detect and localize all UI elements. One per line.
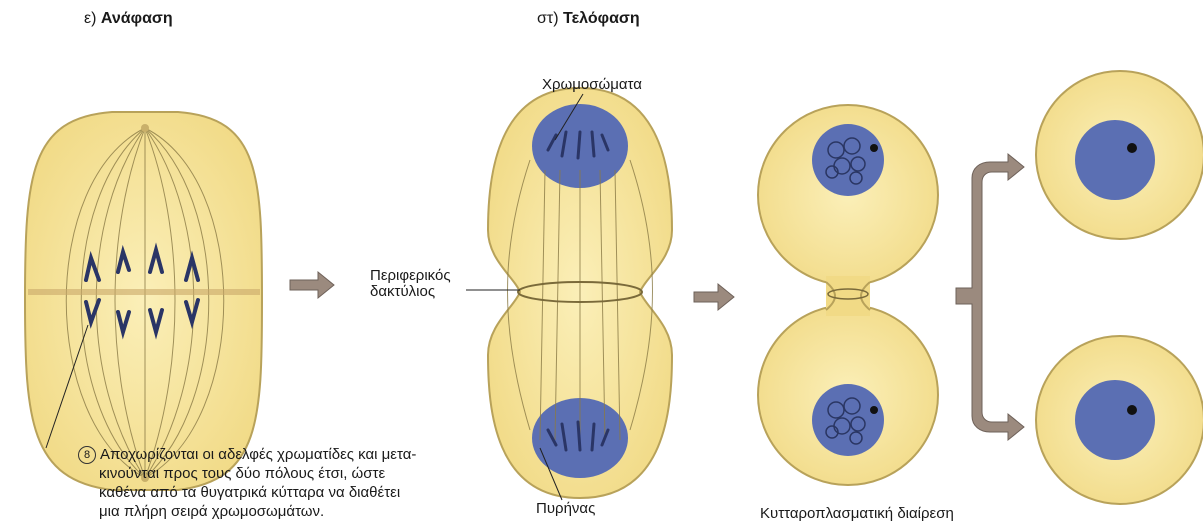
- anaphase-cell: [25, 112, 262, 490]
- nucleus-label: Πυρήνας: [536, 500, 595, 517]
- arrow-icon: [290, 272, 334, 298]
- nucleus-top: [1075, 120, 1155, 200]
- nucleus-bottom: [1075, 380, 1155, 460]
- telophase-prefix: στ): [537, 10, 559, 27]
- peripheral-ring-label: Περιφερικός δακτύλιος: [370, 268, 451, 300]
- telophase-title: Τελόφαση: [563, 10, 640, 27]
- final-cells: [1036, 71, 1203, 504]
- caption-line-1: Αποχωρίζονται οι αδελφές χρωματίδες και …: [100, 446, 416, 463]
- spindle-pole-top: [141, 124, 149, 132]
- caption-line-4: μια πλήρη σειρά χρωμοσωμάτων.: [78, 502, 478, 521]
- anaphase-heading: ε) Ανάφαση: [84, 10, 173, 28]
- arrow-icon: [694, 284, 734, 310]
- caption-line-2: κινούνται προς τους δύο πόλους έτσι, ώστ…: [78, 464, 478, 483]
- cytokinesis-cells: [758, 105, 938, 485]
- cytokinesis-label: Κυτταροπλασματική διαίρεση: [760, 505, 954, 522]
- telophase-cell: [466, 88, 672, 500]
- telophase-heading: στ) Τελόφαση: [537, 10, 640, 28]
- step-number-badge: 8: [78, 446, 96, 464]
- chromosomes-label: Χρωμοσώματα: [542, 76, 642, 93]
- anaphase-prefix: ε): [84, 10, 96, 27]
- split-bracket-icon: [956, 154, 1024, 440]
- ring-label-line1: Περιφερικός: [370, 268, 451, 284]
- anaphase-title: Ανάφαση: [101, 10, 173, 27]
- ring-label-line2: δακτύλιος: [370, 284, 451, 300]
- caption-line-3: καθένα από τα θυγατρικά κύτταρα να διαθέ…: [78, 483, 478, 502]
